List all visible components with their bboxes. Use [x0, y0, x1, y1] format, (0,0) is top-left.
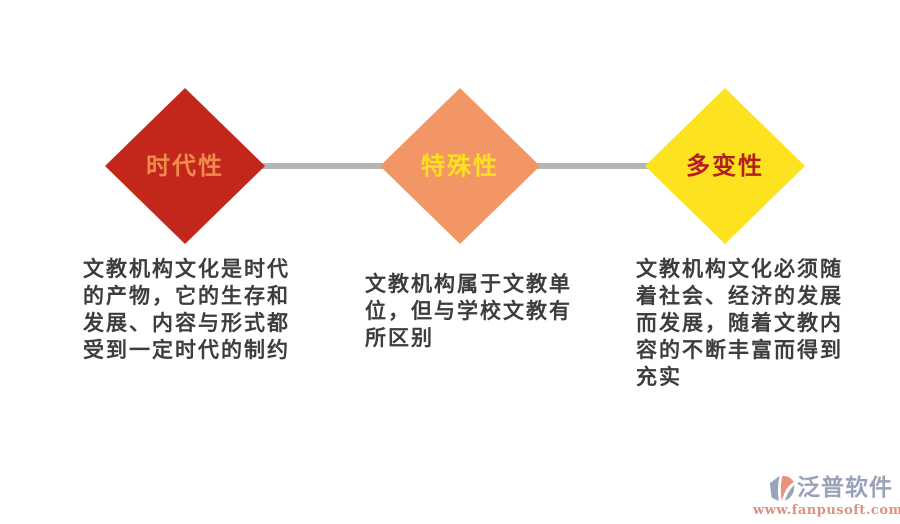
node-description-teshuxing: 文教机构属于文教单 位，但与学校文教有 所区别	[365, 272, 572, 350]
diamond-label: 多变性	[686, 152, 764, 180]
diamond-node-teshuxing: 特殊性	[380, 88, 540, 244]
brand-watermark: 泛普软件 www.fanpusoft.com	[753, 475, 900, 518]
diamond-label: 特殊性	[421, 152, 499, 180]
diamond-node-shidaixing: 时代性	[105, 88, 265, 244]
diamond-label: 时代性	[146, 152, 224, 180]
diamond-node-duobianxing: 多变性	[645, 88, 805, 244]
brand-url: www.fanpusoft.com	[753, 503, 900, 518]
fanpu-logo-icon	[769, 475, 795, 502]
brand-name: 泛普软件	[797, 475, 893, 501]
node-description-shidaixing: 文教机构文化是时代 的产物，它的生存和 发展、内容与形式都 受到一定时代的制约	[83, 257, 290, 362]
node-description-duobianxing: 文教机构文化必须随 着社会、经济的发展 而发展，随着文教内 容的不断丰富而得到 …	[636, 257, 843, 389]
